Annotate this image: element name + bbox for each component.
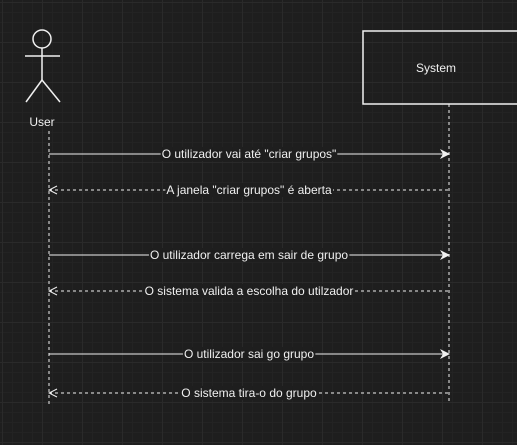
stick-figure-icon [25,29,61,103]
message-label: O utilizador vai até "criar grupos" [162,147,337,161]
message-return[interactable]: O sistema tira-o do grupo [49,386,449,400]
message-label: A janela "criar grupos" é aberta [166,183,332,197]
message-call[interactable]: O utilizador sai go grupo [49,347,450,361]
message-label: O utilizador carrega em sair de grupo [150,248,348,262]
message-call[interactable]: O utilizador vai até "criar grupos" [49,147,450,161]
message-label: O utilizador sai go grupo [184,347,314,361]
message-return[interactable]: O sistema valida a escolha do utilzador [49,284,449,298]
system-label: System [416,61,456,75]
message-return[interactable]: A janela "criar grupos" é aberta [49,183,449,197]
messages-group: O utilizador vai até "criar grupos" A jan… [49,147,450,400]
message-label-background [182,347,316,361]
actor-user[interactable]: User [25,29,61,129]
message-label-background [165,183,333,197]
actor-label: User [29,115,54,129]
message-label: O sistema tira-o do grupo [181,386,317,400]
message-call[interactable]: O utilizador carrega em sair de grupo [49,248,450,262]
message-label-background [160,147,338,161]
message-label: O sistema valida a escolha do utilzador [145,284,354,298]
message-label-background [180,386,319,400]
message-label-background [148,248,350,262]
message-label-background [143,284,355,298]
participant-system[interactable]: System [362,30,517,105]
